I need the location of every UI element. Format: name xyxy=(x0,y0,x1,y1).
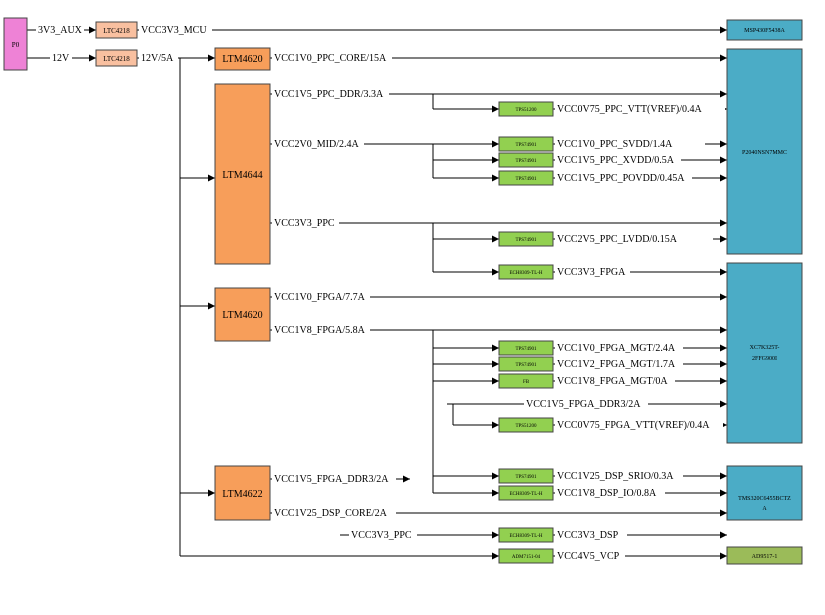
net-dsp-srio: VCC1V25_DSP_SRIO/0.3A xyxy=(557,471,674,482)
net-fpga-1v0: VCC1V0_FPGA/7.7A xyxy=(274,292,366,303)
tps74901-mgt12-label: TPS74901 xyxy=(515,363,537,368)
tms320-label-line1: TMS320C6455BCTZ xyxy=(738,496,791,502)
tps74901-lvdd-label: TPS74901 xyxy=(515,238,537,243)
source-label: P0 xyxy=(12,41,20,49)
xc7k-label-line2: 2FFG900I xyxy=(752,356,777,362)
msp430-label: MSP430F5438A xyxy=(744,28,785,34)
ltm4644-label: LTM4644 xyxy=(222,170,262,181)
ltm4620-fpga-label: LTM4620 xyxy=(222,310,262,321)
ad9517-label: AD9517-1 xyxy=(752,554,778,560)
net-ppc-svdd: VCC1V0_PPC_SVDD/1.4A xyxy=(557,139,673,150)
net-dsp-core: VCC1V25_DSP_CORE/2A xyxy=(274,508,388,519)
net-fpga-mgt10: VCC1V0_FPGA_MGT/2.4A xyxy=(557,343,676,354)
net-ppc-vtt: VCC0V75_PPC_VTT(VREF)/0.4A xyxy=(557,104,703,115)
ech8309-fpga-block xyxy=(498,264,554,280)
xc7k-label-line1: XC7K325T- xyxy=(750,345,780,351)
net-dsp-3v3: VCC3V3_DSP xyxy=(557,530,619,541)
source-block xyxy=(3,17,28,71)
ech8309-dsp33-block xyxy=(498,527,554,543)
tps74901-mgt10-block xyxy=(498,340,554,356)
ltm4620-core-label: LTM4620 xyxy=(222,54,262,65)
ltc4218-main-label: LTC4218 xyxy=(103,55,130,63)
net-vcp-4v5: VCC4V5_VCP xyxy=(557,551,620,562)
tms320-label-line2: A xyxy=(762,506,767,512)
net-mid: VCC2V0_MID/2.4A xyxy=(274,139,360,150)
tps74901-srio-block xyxy=(498,468,554,484)
net-ppc-xvdd: VCC1V5_PPC_XVDD/0.5A xyxy=(557,155,675,166)
ech8309-dspio-label: ECH8309-TL-H xyxy=(509,492,542,497)
fb-mgt18-label: FB xyxy=(523,380,530,385)
net-vcc3v3-ppc-b: VCC3V3_PPC xyxy=(351,530,412,541)
fb-mgt18-block xyxy=(498,373,554,389)
net-12v5a: 12V/5A xyxy=(141,53,174,64)
tps74901-svdd-block xyxy=(498,136,554,152)
net-fpga-vtt: VCC0V75_FPGA_VTT(VREF)/0.4A xyxy=(557,420,710,431)
net-vcc3v3-ppc: VCC3V3_PPC xyxy=(274,218,335,229)
net-fpga-ddr3-b: VCC1V5_FPGA_DDR3/2A xyxy=(274,474,389,485)
ltm4620-core-block xyxy=(214,47,271,71)
ltc4218-aux-label: LTC4218 xyxy=(103,27,130,35)
net-12v: 12V xyxy=(52,53,70,64)
msp430-block xyxy=(726,19,803,41)
net-dsp-io: VCC1V8_DSP_IO/0.8A xyxy=(557,488,657,499)
tps51200-fpga-label: TPS51200 xyxy=(515,424,537,429)
net-ppc-povdd: VCC1V5_PPC_POVDD/0.45A xyxy=(557,173,685,184)
tps74901-svdd-label: TPS74901 xyxy=(515,143,537,148)
tms320-block xyxy=(726,465,803,521)
ltc4218-main-block xyxy=(95,49,138,67)
adm7151-label: ADM7151-04 xyxy=(512,555,541,560)
ad9517-block xyxy=(726,546,803,565)
tps74901-mgt10-label: TPS74901 xyxy=(515,347,537,352)
ech8309-fpga-label: ECH8309-TL-H xyxy=(509,271,542,276)
ltm4644-block xyxy=(214,83,271,265)
net-ppc-core: VCC1V0_PPC_CORE/15A xyxy=(274,53,387,64)
tps51200-ppc-label: TPS51200 xyxy=(515,108,537,113)
net-fpga-1v8: VCC1V8_FPGA/5.8A xyxy=(274,325,366,336)
tps74901-srio-label: TPS74901 xyxy=(515,475,537,480)
xc7k-block xyxy=(726,262,803,444)
ltc4218-aux-block xyxy=(95,21,138,39)
net-ppc-ddr: VCC1V5_PPC_DDR/3.3A xyxy=(274,89,384,100)
net-fpga-3v3: VCC3V3_FPGA xyxy=(557,267,626,278)
tps74901-povdd-label: TPS74901 xyxy=(515,177,537,182)
tps51200-ppc-block xyxy=(498,101,554,117)
adm7151-block xyxy=(498,548,554,564)
tps74901-lvdd-block xyxy=(498,231,554,247)
net-3v3-aux: 3V3_AUX xyxy=(38,25,83,36)
p2040-label: P2040NSN7MMC xyxy=(742,150,787,156)
ech8309-dsp33-label: ECH8309-TL-H xyxy=(509,534,542,539)
net-mcu-3v3: VCC3V3_MCU xyxy=(141,25,207,36)
tps74901-povdd-block xyxy=(498,170,554,186)
ltm4620-fpga-block xyxy=(214,287,271,342)
net-fpga-mgt12: VCC1V2_FPGA_MGT/1.7A xyxy=(557,359,676,370)
ltm4622-label: LTM4622 xyxy=(222,489,262,500)
net-labels: 3V3_AUX 12V VCC3V3_MCU 12V/5A VCC1V0_PPC… xyxy=(36,23,725,562)
tps74901-xvdd-label: TPS74901 xyxy=(515,159,537,164)
net-fpga-mgt18: VCC1V8_FPGA_MGT/0A xyxy=(557,376,668,387)
tps74901-mgt12-block xyxy=(498,356,554,372)
ech8309-dspio-block xyxy=(498,485,554,501)
blocks: P0 LTC4218 LTC4218 LTM4620 LTM4644 LTM46… xyxy=(3,17,803,565)
tps74901-xvdd-block xyxy=(498,152,554,168)
net-fpga-ddr3-a: VCC1V5_FPGA_DDR3/2A xyxy=(526,399,641,410)
tps51200-fpga-block xyxy=(498,417,554,433)
net-ppc-lvdd: VCC2V5_PPC_LVDD/0.15A xyxy=(557,234,678,245)
p2040-block xyxy=(726,48,803,255)
ltm4622-block xyxy=(214,465,271,521)
